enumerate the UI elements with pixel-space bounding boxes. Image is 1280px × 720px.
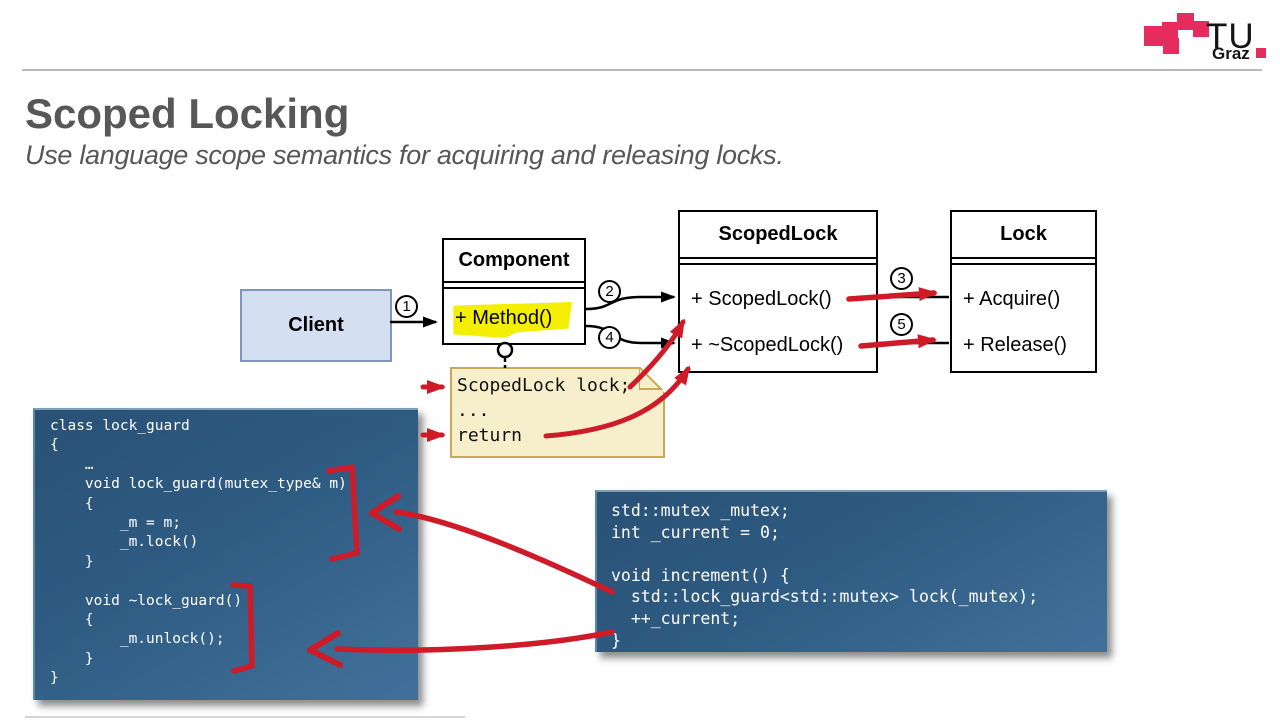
uml-class-component-title: Component <box>458 249 570 271</box>
page-subtitle: Use language scope semantics for acquiri… <box>25 140 784 170</box>
uml-class-lock-title: Lock <box>1000 223 1047 245</box>
uml-compartment-divider <box>680 257 876 265</box>
logo-pixel-square <box>1163 38 1179 54</box>
connector-component-to-scopedlock-ctor <box>585 291 676 311</box>
uml-compartment-divider <box>952 257 1095 265</box>
uml-method-release: + Release() <box>963 334 1067 356</box>
uml-compartment-divider <box>444 281 584 289</box>
uml-class-lock: Lock + Acquire() + Release() <box>950 210 1097 373</box>
uml-note: ScopedLock lock; ... return <box>450 367 665 458</box>
tu-graz-logo: TU Graz <box>1140 3 1280 65</box>
footer-divider <box>25 716 465 718</box>
note-line: return <box>457 425 523 446</box>
logo-graz-text: Graz <box>1212 44 1250 63</box>
uml-class-scopedlock-title: ScopedLock <box>718 223 838 245</box>
uml-method-scopedlock-dtor: + ~ScopedLock() <box>691 334 844 356</box>
logo-red-square <box>1256 48 1266 58</box>
sequence-marker-5: 5 <box>890 313 913 336</box>
red-curve-lock-guard-usage-to-ctor <box>393 509 615 595</box>
header-divider <box>22 69 1262 71</box>
uml-class-component: Component + Method() <box>442 238 586 345</box>
note-line: ScopedLock lock; <box>457 375 631 396</box>
uml-method-method: + Method() <box>455 307 553 329</box>
code-block-lock-guard-class: class lock_guard { … void lock_guard(mut… <box>33 408 418 700</box>
uml-class-client-title: Client <box>288 314 344 336</box>
logo-pixel-square <box>1162 22 1178 38</box>
sequence-marker-3: 3 <box>890 267 913 290</box>
logo-pixel-square <box>1193 21 1209 37</box>
note-anchor-circle-icon <box>496 341 514 359</box>
sequence-marker-2: 2 <box>598 280 621 303</box>
uml-class-client: Client <box>240 289 392 362</box>
code-block-increment-usage: std::mutex _mutex; int _current = 0; voi… <box>595 490 1107 652</box>
uml-method-scopedlock-ctor: + ScopedLock() <box>691 288 832 310</box>
logo-pixel-square <box>1144 26 1164 46</box>
sequence-marker-1: 1 <box>395 295 418 318</box>
note-line: ... <box>457 400 490 421</box>
uml-method-acquire: + Acquire() <box>963 288 1061 310</box>
logo-tu-text: TU <box>1206 17 1255 56</box>
page-title: Scoped Locking <box>25 90 350 137</box>
logo-pixel-square <box>1177 13 1194 30</box>
sequence-marker-4: 4 <box>598 326 621 349</box>
uml-class-scopedlock: ScopedLock + ScopedLock() + ~ScopedLock(… <box>678 210 878 373</box>
note-folded-corner-icon <box>639 367 665 393</box>
